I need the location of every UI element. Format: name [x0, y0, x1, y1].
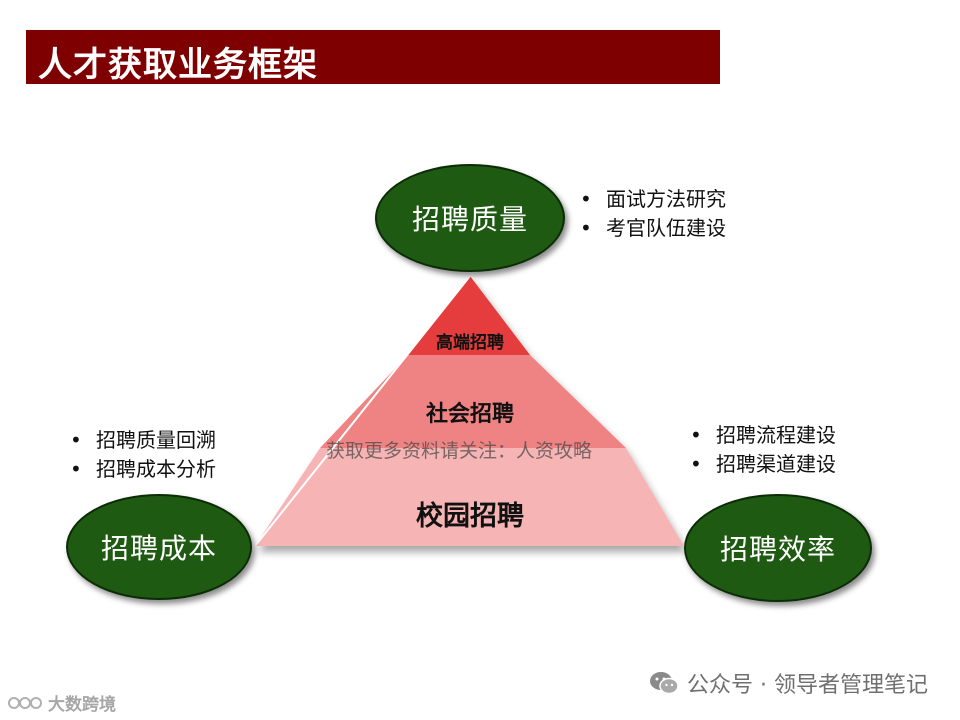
node-efficiency-label: 招聘效率: [719, 533, 836, 566]
footer-credit: 公众号 · 领导者管理笔记: [649, 667, 928, 699]
corner-watermark-text: 大数跨境: [48, 695, 116, 715]
bullet-item: 考官队伍建设: [576, 214, 726, 243]
pyramid-left-edge: [254, 275, 471, 547]
corner-watermark: 大数跨境: [8, 690, 116, 715]
quality-bullets: 面试方法研究 考官队伍建设: [576, 185, 726, 243]
bullet-item: 招聘渠道建设: [686, 450, 836, 479]
page-title: 人才获取业务框架: [38, 45, 318, 85]
title-bar: 人才获取业务框架: [26, 30, 720, 85]
logo-icon: [8, 696, 42, 709]
pyramid-tier-bottom: [255, 448, 684, 546]
pyramid-tier-top: [408, 276, 530, 355]
node-quality: 招聘质量: [375, 164, 565, 272]
node-efficiency: 招聘效率: [684, 494, 872, 602]
footer-text: 公众号 · 领导者管理笔记: [687, 673, 928, 698]
efficiency-bullets: 招聘流程建设 招聘渠道建设: [686, 421, 836, 479]
node-quality-label: 招聘质量: [411, 203, 528, 236]
bullet-item: 招聘质量回溯: [66, 426, 216, 455]
bullet-item: 招聘流程建设: [686, 421, 836, 450]
wechat-icon: [650, 672, 679, 695]
watermark-text: 获取更多资料请关注：人资攻略: [326, 440, 593, 462]
node-cost-label: 招聘成本: [100, 532, 217, 565]
cost-bullets: 招聘质量回溯 招聘成本分析: [66, 426, 216, 484]
bullet-item: 面试方法研究: [576, 185, 726, 214]
pyramid-tier-middle: [320, 355, 626, 448]
node-cost: 招聘成本: [66, 494, 252, 600]
bullet-item: 招聘成本分析: [66, 455, 216, 484]
tier-label-high-end: 高端招聘: [436, 333, 504, 353]
tier-label-social: 社会招聘: [425, 402, 514, 427]
tier-label-campus: 校园招聘: [416, 501, 524, 532]
